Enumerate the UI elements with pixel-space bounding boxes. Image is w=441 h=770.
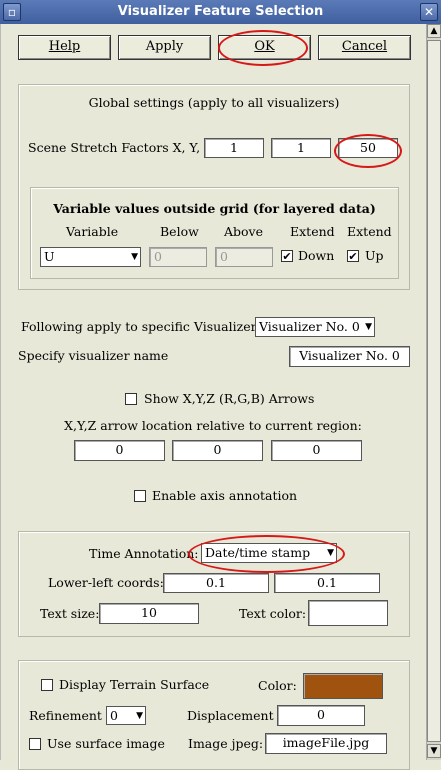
terrain-color-label: Color: bbox=[258, 678, 297, 693]
window-title: Visualizer Feature Selection bbox=[117, 4, 324, 19]
arrow-z-input[interactable]: 0 bbox=[271, 440, 362, 461]
annotation-ok-circle bbox=[218, 30, 308, 66]
coords-label: Lower-left coords: bbox=[48, 575, 164, 590]
col-extend-down: Extend bbox=[290, 224, 335, 239]
refinement-label: Refinement bbox=[29, 708, 102, 723]
coord-x-input[interactable]: 0.1 bbox=[163, 573, 269, 593]
text-color-swatch[interactable] bbox=[308, 600, 388, 626]
image-jpeg-label: Image jpeg: bbox=[188, 736, 264, 751]
help-button[interactable]: Help bbox=[18, 35, 111, 60]
below-input[interactable]: 0 bbox=[149, 247, 207, 267]
extend-up-checkbox[interactable]: ✔ bbox=[347, 250, 359, 263]
arrow-y-input[interactable]: 0 bbox=[172, 440, 263, 461]
window-close-button[interactable]: ✕ bbox=[420, 3, 438, 21]
arrow-location-label: X,Y,Z arrow location relative to current… bbox=[64, 418, 362, 433]
refinement-value: 0 bbox=[110, 708, 118, 723]
dropdown-arrow-icon: ▼ bbox=[131, 252, 138, 262]
visualizer-name-label: Specify visualizer name bbox=[18, 348, 169, 363]
image-jpeg-input[interactable]: imageFile.jpg bbox=[265, 733, 387, 754]
text-size-input[interactable]: 10 bbox=[99, 603, 199, 624]
annotation-z-circle bbox=[334, 134, 402, 168]
refinement-select[interactable]: 0▼ bbox=[106, 706, 146, 725]
visualizer-select-value: Visualizer No. 0 bbox=[259, 319, 360, 334]
time-annotation-group bbox=[18, 531, 410, 637]
window-menu-button[interactable]: ▫ bbox=[3, 3, 21, 21]
outside-grid-title: Variable values outside grid (for layere… bbox=[53, 201, 376, 216]
variable-value: U bbox=[44, 249, 55, 264]
visualizer-name-input[interactable]: Visualizer No. 0 bbox=[289, 346, 410, 367]
text-size-label: Text size: bbox=[40, 606, 100, 621]
vertical-scrollbar[interactable]: ▲ ▼ bbox=[426, 24, 441, 760]
surface-image-label: Use surface image bbox=[47, 736, 165, 751]
outside-grid-group bbox=[30, 187, 399, 279]
extend-up-label: Up bbox=[365, 248, 384, 263]
scrollbar-thumb[interactable] bbox=[427, 40, 441, 742]
window-titlebar: Visualizer Feature Selection bbox=[0, 0, 441, 24]
menu-icon: ▫ bbox=[7, 5, 17, 19]
show-arrows-label: Show X,Y,Z (R,G,B) Arrows bbox=[144, 391, 315, 406]
stretch-label: Scene Stretch Factors X, Y, Z: bbox=[28, 140, 217, 155]
surface-image-checkbox[interactable] bbox=[29, 738, 41, 750]
col-variable: Variable bbox=[66, 224, 119, 239]
extend-down-checkbox[interactable]: ✔ bbox=[281, 250, 293, 263]
arrow-x-input[interactable]: 0 bbox=[74, 440, 165, 461]
stretch-y-input[interactable]: 1 bbox=[271, 138, 331, 158]
close-icon: ✕ bbox=[423, 5, 435, 19]
stretch-x-input[interactable]: 1 bbox=[204, 138, 264, 158]
specific-apply-label: Following apply to specific Visualizer: bbox=[21, 319, 261, 334]
apply-label: Apply bbox=[145, 39, 184, 54]
global-settings-title: Global settings (apply to all visualizer… bbox=[88, 95, 340, 110]
col-extend-up: Extend bbox=[347, 224, 392, 239]
col-below: Below bbox=[160, 224, 199, 239]
apply-button[interactable]: Apply bbox=[118, 35, 211, 60]
displacement-input[interactable]: 0 bbox=[277, 705, 365, 726]
coord-y-input[interactable]: 0.1 bbox=[274, 573, 380, 593]
axis-annotation-checkbox[interactable] bbox=[134, 490, 146, 502]
annotation-time-circle bbox=[188, 535, 345, 573]
col-above: Above bbox=[224, 224, 264, 239]
dropdown-arrow-icon: ▼ bbox=[136, 711, 143, 721]
help-label: Help bbox=[48, 39, 81, 54]
above-input[interactable]: 0 bbox=[215, 247, 273, 267]
show-arrows-checkbox[interactable] bbox=[125, 393, 137, 405]
display-terrain-checkbox[interactable] bbox=[41, 679, 53, 691]
scroll-up-arrow-icon[interactable]: ▲ bbox=[427, 24, 441, 38]
time-annotation-label: Time Annotation: bbox=[89, 546, 199, 561]
display-terrain-label: Display Terrain Surface bbox=[59, 677, 210, 692]
scroll-down-arrow-icon[interactable]: ▼ bbox=[427, 744, 441, 758]
cancel-button[interactable]: Cancel bbox=[318, 35, 411, 60]
visualizer-select[interactable]: Visualizer No. 0 ▼ bbox=[255, 317, 375, 337]
extend-down-label: Down bbox=[298, 248, 335, 263]
global-settings-group bbox=[18, 84, 410, 290]
dropdown-arrow-icon: ▼ bbox=[365, 322, 372, 332]
displacement-label: Displacement bbox=[187, 708, 274, 723]
text-color-label: Text color: bbox=[239, 606, 307, 621]
cancel-label: Cancel bbox=[341, 39, 388, 54]
variable-select[interactable]: U▼ bbox=[40, 247, 141, 267]
terrain-color-swatch[interactable] bbox=[303, 673, 383, 699]
axis-annotation-label: Enable axis annotation bbox=[152, 488, 298, 503]
